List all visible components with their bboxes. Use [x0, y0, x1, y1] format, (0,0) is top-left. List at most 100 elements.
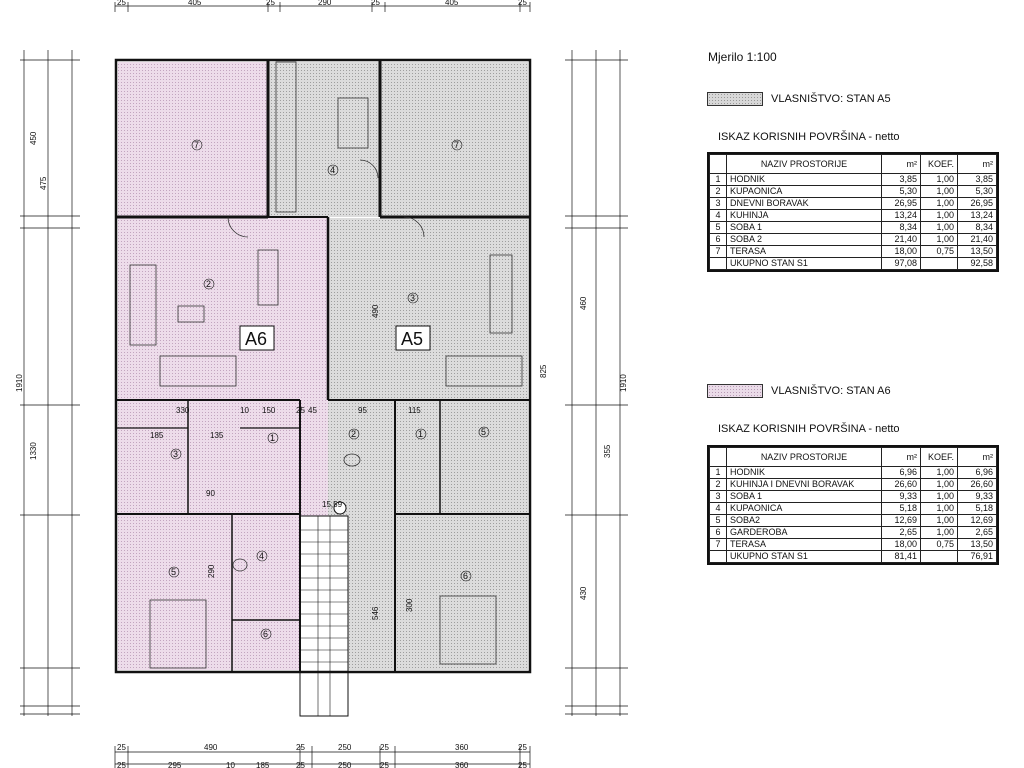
svg-text:6: 6: [463, 571, 468, 581]
svg-text:460: 460: [579, 296, 588, 310]
svg-text:4: 4: [330, 165, 335, 175]
svg-text:185: 185: [150, 431, 164, 440]
col-koef: KOEF.: [920, 447, 958, 467]
svg-text:5: 5: [171, 567, 176, 577]
stair-level: 15,59: [322, 500, 343, 509]
svg-text:250: 250: [338, 761, 352, 768]
dim-top-4: 290: [318, 0, 332, 7]
svg-text:10: 10: [240, 406, 249, 415]
svg-text:25: 25: [296, 743, 305, 752]
svg-text:95: 95: [358, 406, 367, 415]
apartment-a6-area: [118, 62, 328, 670]
col-net: m²: [957, 447, 997, 467]
dim-top-2: 405: [188, 0, 202, 7]
room-numbers: 7 4 7 2 3 1 2 1 3 5 4 5 6 6: [168, 139, 490, 640]
top-dimension-labels: 25 405 25 290 25 405 25: [117, 0, 527, 7]
table-header: NAZIV PROSTORIJE m² KOEF. m²: [709, 447, 997, 467]
room-number-marker: 3: [170, 448, 182, 460]
dim-top-5: 25: [371, 0, 380, 7]
table-a5-title: ISKAZ KORISNIH POVRŠINA - netto: [718, 131, 900, 143]
col-name: NAZIV PROSTORIJE: [726, 154, 882, 174]
interior-dimension-labels: 330 10 150 25 45 95 115 185 135 90 290 4…: [150, 296, 612, 620]
room-number-marker: 2: [203, 278, 215, 290]
furniture: [129, 61, 523, 669]
svg-text:250: 250: [338, 743, 352, 752]
col-area: m²: [881, 154, 921, 174]
bottom-dimension-labels: 25 490 25 250 25 360 25 25 295 10 185 25…: [117, 743, 527, 768]
floor-plan: 25 405 25 290 25 405 25 1910 450 475 133…: [15, 0, 628, 768]
room-number-marker: 7: [451, 139, 463, 151]
svg-text:3: 3: [410, 293, 415, 303]
svg-text:25: 25: [380, 761, 389, 768]
walls: [114, 58, 532, 674]
svg-text:25: 25: [518, 743, 527, 752]
legend-a5-swatch: [707, 92, 763, 106]
room-number-marker: 1: [267, 432, 279, 444]
room-number-marker: 6: [260, 628, 272, 640]
room-number-marker: 5: [478, 426, 490, 438]
svg-text:185: 185: [256, 761, 270, 768]
svg-text:45: 45: [308, 406, 317, 415]
room-number-marker: 1: [415, 428, 427, 440]
dim-right-total: 1910: [619, 374, 628, 392]
stairwell: 15,59: [299, 500, 349, 717]
svg-text:546: 546: [371, 606, 380, 620]
svg-text:7: 7: [194, 140, 199, 150]
legend-a6-label: VLASNIŠTVO: STAN A6: [771, 385, 891, 397]
svg-text:330: 330: [176, 406, 190, 415]
svg-text:1: 1: [418, 429, 423, 439]
dim-top-1: 25: [117, 0, 126, 7]
table-header: NAZIV PROSTORIJE m² KOEF. m²: [709, 154, 997, 174]
table-a6-title: ISKAZ KORISNIH POVRŠINA - netto: [718, 423, 900, 435]
svg-text:5: 5: [481, 427, 486, 437]
col-name: NAZIV PROSTORIJE: [726, 447, 882, 467]
col-koef: KOEF.: [920, 154, 958, 174]
svg-text:490: 490: [204, 743, 218, 752]
apartment-a5-area: [268, 62, 528, 670]
room-number-marker: 4: [256, 550, 268, 562]
plan-label-a5: A5: [401, 329, 423, 349]
col-area: m²: [881, 447, 921, 467]
svg-text:295: 295: [168, 761, 182, 768]
svg-text:25: 25: [518, 761, 527, 768]
svg-text:25: 25: [296, 406, 305, 415]
dim-top-7: 25: [518, 0, 527, 7]
svg-text:7: 7: [454, 140, 459, 150]
svg-text:3: 3: [173, 449, 178, 459]
bottom-dimension-chains: [114, 746, 531, 768]
svg-text:115: 115: [408, 406, 421, 415]
svg-text:90: 90: [206, 489, 215, 498]
plan-label-a6: A6: [245, 329, 267, 349]
svg-text:490: 490: [371, 304, 380, 318]
apartment-labels: A6 A5: [239, 325, 431, 351]
room-number-marker: 3: [407, 292, 419, 304]
left-dimension-labels: 1910 450 475 1330: [15, 131, 48, 460]
svg-text:25: 25: [380, 743, 389, 752]
svg-text:360: 360: [455, 761, 469, 768]
svg-text:6: 6: [263, 629, 268, 639]
dim-left-a: 450: [29, 131, 38, 145]
legend-a5: VLASNIŠTVO: STAN A5: [707, 92, 891, 106]
dim-top-3: 25: [266, 0, 275, 7]
svg-text:355: 355: [603, 444, 612, 458]
svg-text:25: 25: [117, 761, 126, 768]
scale-label: Mjerilo 1:100: [708, 50, 777, 64]
room-number-marker: 5: [168, 566, 180, 578]
svg-text:300: 300: [405, 598, 414, 612]
room-number-marker: 4: [327, 164, 339, 176]
right-dimension-chains: [565, 50, 628, 716]
left-dimension-chains: [20, 50, 80, 716]
